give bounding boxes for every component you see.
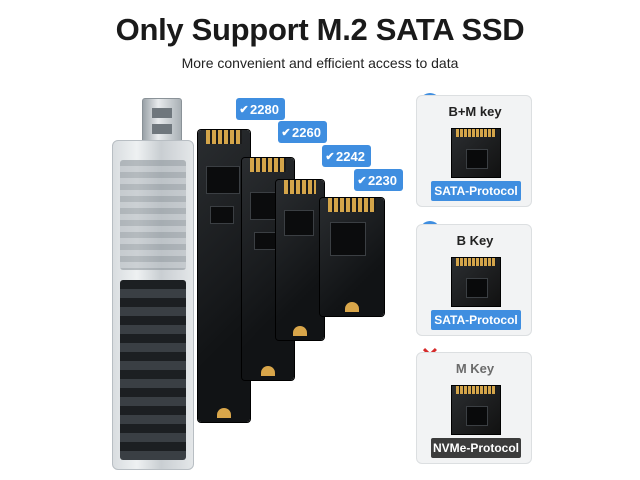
mounting-notch [261,366,275,376]
key-panel-bm: B+M key SATA-Protocol [416,95,532,207]
ssd-connector-thumbnail [451,257,501,307]
usb-connector-slot [152,108,172,118]
size-label: 2260 [292,124,321,140]
size-label: 2242 [336,148,365,164]
check-icon: ✔ [281,126,291,139]
key-type-label: B Key [456,233,494,248]
enclosure-circuit-board [120,160,186,270]
ssd-chip [210,206,234,224]
size-label: 2280 [250,101,279,117]
size-tag-2242: ✔2242 [322,145,371,167]
ssd-connector-thumbnail [451,128,501,178]
size-tag-2230: ✔2230 [354,169,403,191]
gold-contacts [328,198,376,212]
check-icon: ✔ [357,174,367,187]
mounting-notch [217,408,231,418]
mounting-notch [293,326,307,336]
ssd-card-2242 [276,180,324,340]
usb-connector [142,98,182,146]
protocol-label: SATA-Protocol [431,310,521,330]
protocol-label: NVMe-Protocol [431,438,521,458]
size-label: 2230 [368,172,397,188]
key-panel-m: M Key NVMe-Protocol [416,352,532,464]
check-icon: ✔ [325,150,335,163]
ssd-chip [284,210,314,236]
ssd-chip [330,222,366,256]
ssd-card-2280 [198,130,250,422]
check-icon: ✔ [239,103,249,116]
key-panel-b: B Key SATA-Protocol [416,224,532,336]
page-subtitle: More convenient and efficient access to … [181,55,459,71]
ssd-chip [254,232,278,250]
size-tag-2260: ✔2260 [278,121,327,143]
protocol-label: SATA-Protocol [431,181,521,201]
gold-contacts [284,180,316,194]
usb-connector-slot [152,124,172,134]
enclosure-heatsink [120,280,186,460]
gold-contacts [206,130,242,144]
mounting-notch [345,302,359,312]
gold-contacts [250,158,286,172]
page-title: Only Support M.2 SATA SSD [115,12,525,47]
ssd-chip [206,166,240,194]
key-type-label: M Key [455,361,495,376]
key-type-label: B+M key [448,104,502,119]
ssd-connector-thumbnail [451,385,501,435]
size-tag-2280: ✔2280 [236,98,285,120]
ssd-card-2230 [320,198,384,316]
